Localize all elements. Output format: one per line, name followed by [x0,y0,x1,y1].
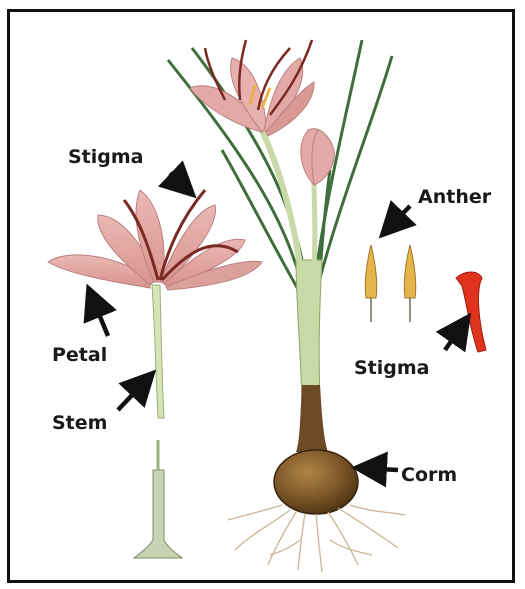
arrow-corm [360,468,398,470]
arrow-stigma-detail [445,320,466,350]
label-corm: Corm [401,464,457,486]
left-flower [48,190,262,558]
left-stem [152,285,164,418]
corm-neck [296,385,328,452]
arrow-anther [385,206,410,232]
arrow-petal [90,292,108,336]
center-plant [168,40,405,572]
label-petal: Petal [52,344,107,366]
anther-detail [365,245,416,322]
stigma-detail [456,272,486,352]
roots [228,505,405,572]
center-flower-open [190,40,314,136]
center-stem [296,260,322,400]
label-anther: Anther [418,186,492,208]
label-stigma-detail: Stigma [354,357,430,379]
left-base [134,470,182,558]
corm [274,450,358,514]
leaf-4 [314,56,392,300]
label-stigma-flower: Stigma [68,146,144,168]
arrow-stigma-flower [170,173,190,192]
label-stem: Stem [52,412,107,434]
arrow-stem [118,376,150,410]
anther-2 [404,245,416,298]
anther-1 [365,245,377,298]
